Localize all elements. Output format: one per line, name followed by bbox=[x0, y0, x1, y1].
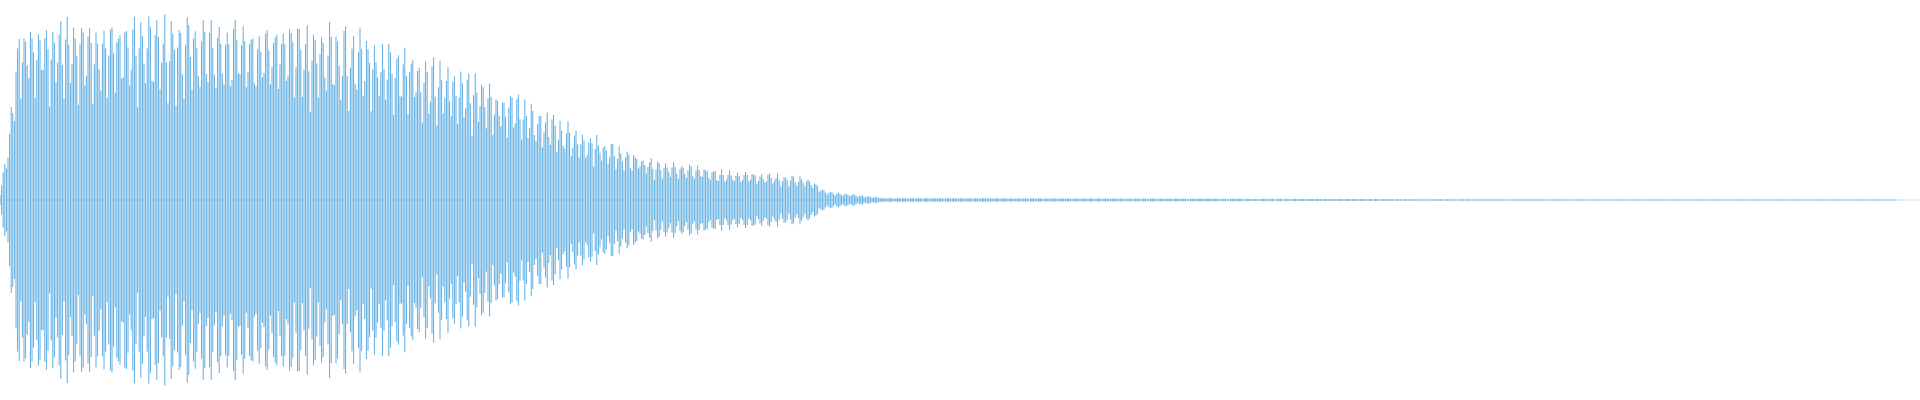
waveform-samples bbox=[0, 14, 1897, 386]
